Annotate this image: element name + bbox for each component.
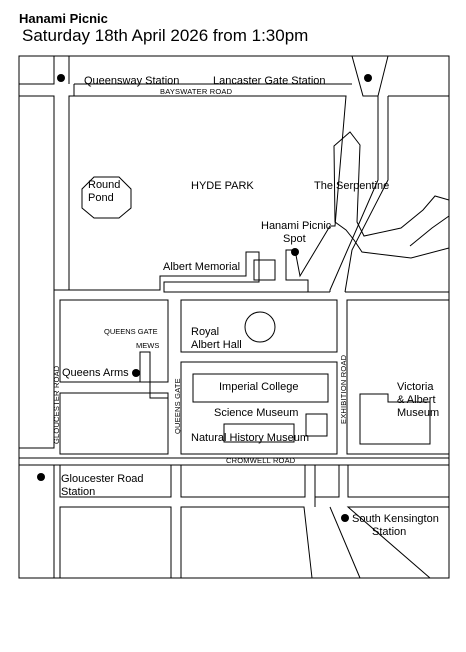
queens-arms-dot: [132, 369, 140, 377]
natural-history-museum-building: [223, 423, 295, 443]
queensway-street: [68, 56, 75, 96]
gloucester-road-west-edge: [19, 464, 55, 578]
lancaster-gate-junction: [351, 55, 389, 97]
va-label-1: Victoria: [397, 381, 434, 393]
lancaster-gate-station-dot: [364, 74, 372, 82]
serpentine-label: The Serpentine: [314, 180, 389, 192]
bayswater-road-label: BAYSWATER ROAD: [160, 87, 233, 96]
royal-albert-hall-block: [180, 299, 338, 353]
south-block-small: [314, 464, 340, 498]
va-museum-building: [359, 393, 431, 445]
round-pond: [81, 176, 132, 219]
queens-gate-block-south: [59, 392, 169, 455]
serpentine-bridge: [409, 215, 450, 247]
east-park-road-east: [344, 96, 389, 293]
map-title: Hanami Picnic: [19, 11, 108, 26]
hyde-park-outline: [68, 95, 347, 293]
royal-albert-hall-label-1: Royal: [191, 326, 219, 338]
south-kensington-station-label-1: South Kensington: [352, 513, 439, 525]
picnic-spot-label-2: Spot: [283, 233, 306, 245]
round-pond-label-1: Round: [88, 179, 120, 191]
gloucester-road-block: [59, 464, 172, 498]
south-kensington-station-label-2: Station: [372, 526, 406, 538]
lancaster-gate-station-label: Lancaster Gate Station: [213, 75, 326, 87]
event-date: Saturday 18th April 2026 from 1:30pm: [22, 26, 309, 45]
queens-gate-road-label: QUEENS GATE: [173, 378, 182, 434]
picnic-spot-dot: [291, 248, 299, 256]
gloucester-road-station-label-2: Station: [61, 486, 95, 498]
exhibition-road-label: EXHIBITION ROAD: [339, 354, 348, 424]
va-label-2: & Albert: [397, 394, 436, 406]
imperial-college-building: [192, 373, 329, 403]
south-central-block: [180, 506, 313, 579]
south-block-east: [347, 464, 450, 498]
royal-albert-hall-dome: [244, 311, 276, 343]
royal-albert-hall-label-2: Albert Hall: [191, 339, 242, 351]
va-block: [346, 299, 450, 455]
natural-history-museum-label: Natural History Museum: [191, 432, 309, 444]
cromwell-road-label: CROMWELL ROAD: [226, 456, 296, 465]
map-border: [18, 55, 450, 579]
top-left-block: [19, 56, 55, 85]
picnic-spot-label-1: Hanami Picnic: [261, 220, 332, 232]
gloucester-west-block: [19, 95, 55, 449]
hyde-park-label: HYDE PARK: [191, 180, 254, 192]
south-kensington-station-dot: [341, 514, 349, 522]
museum-block: [180, 361, 338, 455]
queens-gate-mews: [139, 352, 151, 382]
serpentine-lake: [333, 131, 450, 259]
albert-memorial-label: Albert Memorial: [163, 261, 240, 273]
albert-memorial-marker: [253, 259, 276, 281]
queens-arms-label: Queens Arms: [62, 367, 129, 379]
queens-gate-mews-label-1: QUEENS GATE: [104, 327, 158, 336]
queensway-station-dot: [57, 74, 65, 82]
imperial-college-label: Imperial College: [219, 381, 298, 393]
va-label-3: Museum: [397, 407, 439, 419]
gloucester-road-label: GLOUCESTER ROAD: [52, 365, 61, 444]
south-block-mid: [180, 464, 306, 498]
science-museum-label: Science Museum: [214, 407, 298, 419]
east-park-road-west: [329, 96, 379, 292]
queens-gate-mews-label-2: MEWS: [136, 341, 159, 350]
south-kensington-road-1: [329, 506, 361, 579]
south-west-block: [59, 506, 172, 579]
gloucester-road-station-label-1: Gloucester Road: [61, 473, 144, 485]
science-museum-wing: [305, 413, 328, 437]
queens-arms-block: [140, 381, 168, 399]
queensway-station-label: Queensway Station: [84, 75, 179, 87]
round-pond-label-2: Pond: [88, 192, 114, 204]
gloucester-road-station-dot: [37, 473, 45, 481]
south-kensington-block: [346, 506, 450, 579]
